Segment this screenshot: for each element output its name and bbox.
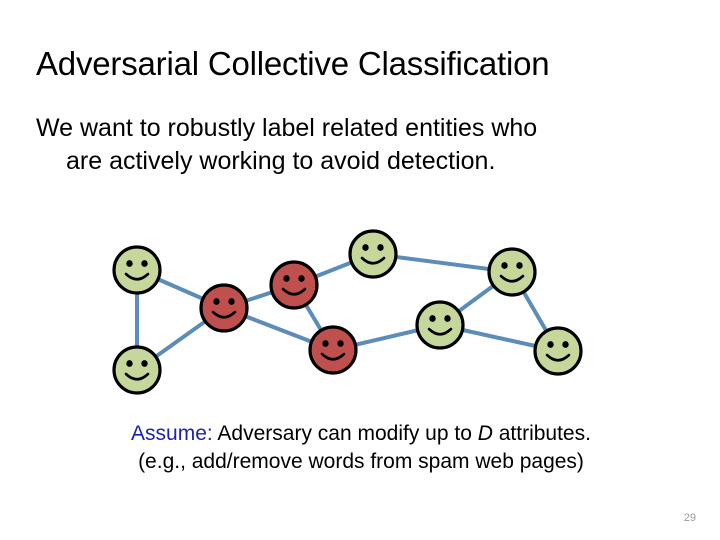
node-smile	[211, 310, 237, 319]
smiley-node-green-4[interactable]	[415, 300, 465, 350]
node-eye-right	[562, 341, 569, 348]
node-eye-left	[283, 275, 290, 282]
node-smile	[281, 287, 307, 296]
node-circle	[269, 260, 319, 310]
node-eye-right	[444, 315, 451, 322]
node-eye-right	[377, 244, 384, 251]
body-text-line-2: are actively working to avoid detection.	[66, 147, 496, 175]
node-smile	[545, 353, 571, 362]
node-circle	[533, 326, 583, 376]
node-eye-right	[337, 340, 344, 347]
caption-line-2: (e.g., add/remove words from spam web pa…	[138, 450, 584, 473]
node-eye-left	[126, 360, 133, 367]
node-smile	[320, 352, 346, 361]
page-number: 29	[683, 512, 696, 524]
node-smile	[499, 274, 525, 283]
smiley-node-green-2[interactable]	[112, 345, 162, 395]
caption-text-after-variable: attributes.	[492, 422, 591, 445]
entity-graph-svg	[112, 229, 583, 395]
node-eye-left	[547, 341, 554, 348]
node-smile	[427, 327, 453, 336]
attribute-budget-variable: D	[477, 422, 493, 445]
smiley-node-green-3[interactable]	[348, 229, 398, 279]
entity-graph-figure	[0, 210, 720, 410]
node-eye-left	[213, 298, 220, 305]
node-eye-right	[516, 262, 523, 269]
node-eye-left	[501, 262, 508, 269]
graph-node-layer	[112, 229, 583, 395]
node-circle	[112, 345, 162, 395]
smiley-node-red-3[interactable]	[308, 325, 358, 375]
smiley-node-green-5[interactable]	[487, 247, 537, 297]
node-eye-right	[141, 260, 148, 267]
node-eye-left	[429, 315, 436, 322]
node-eye-left	[362, 244, 369, 251]
caption-text-before-variable: Adversary can modify up to	[212, 422, 478, 445]
node-smile	[124, 272, 150, 281]
node-eye-left	[126, 260, 133, 267]
caption-line-1: Assume: Adversary can modify up to D att…	[36, 420, 686, 448]
page-title: Adversarial Collective Classification	[36, 45, 550, 82]
node-smile	[124, 372, 150, 381]
node-eye-right	[141, 360, 148, 367]
node-circle	[348, 229, 398, 279]
node-circle	[308, 325, 358, 375]
smiley-node-green-6[interactable]	[533, 326, 583, 376]
assume-label: Assume:	[131, 422, 213, 445]
node-eye-left	[322, 340, 329, 347]
node-circle	[199, 283, 249, 333]
smiley-node-red-2[interactable]	[269, 260, 319, 310]
node-circle	[112, 245, 162, 295]
smiley-node-green-1[interactable]	[112, 245, 162, 295]
smiley-node-red-1[interactable]	[199, 283, 249, 333]
node-smile	[360, 256, 386, 265]
node-circle	[415, 300, 465, 350]
caption-block: Assume: Adversary can modify up to D att…	[36, 420, 686, 476]
node-eye-right	[298, 275, 305, 282]
node-circle	[487, 247, 537, 297]
node-eye-right	[228, 298, 235, 305]
body-text-block: We want to robustly label related entiti…	[36, 112, 686, 178]
body-text-line-1: We want to robustly label related entiti…	[36, 114, 538, 142]
